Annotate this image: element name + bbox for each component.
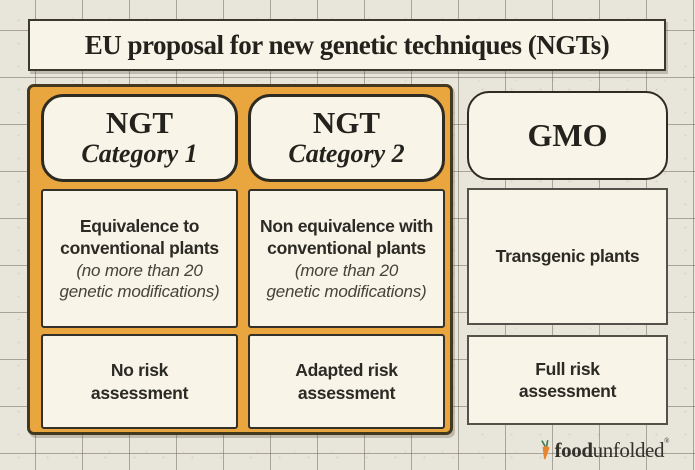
ngt2-equivalence-note: (more than 20 genetic modifications): [266, 260, 427, 301]
header-ngt1-title: NGT: [105, 105, 174, 141]
header-ngt2-subtitle: Category 2: [288, 138, 405, 168]
ngt1-equivalence-note: (no more than 20 genetic modifications): [59, 260, 220, 301]
carrot-icon: [540, 440, 550, 460]
header-ngt-category-2: NGT Category 2: [248, 94, 445, 182]
cell-ngt1-risk: No risk assessment: [41, 334, 238, 429]
ngt1-risk-text: No risk assessment: [90, 360, 189, 403]
page-title: EU proposal for new genetic techniques (…: [84, 29, 610, 60]
cell-gmo-equivalence: Transgenic plants: [467, 188, 668, 325]
ngt-highlight-container: NGT Category 1 NGT Category 2 Equivalenc…: [27, 84, 453, 435]
ngt2-risk-text: Adapted risk assessment: [295, 360, 398, 403]
ngt2-equivalence-text: Non equivalence with conventional plants: [260, 215, 433, 258]
title-banner: EU proposal for new genetic techniques (…: [28, 19, 666, 71]
brand-unfolded: unfolded: [592, 437, 665, 462]
gmo-risk-text: Full risk assessment: [518, 358, 617, 401]
header-ngt1-subtitle: Category 1: [81, 138, 198, 168]
ngt1-equivalence-text: Equivalence to conventional plants: [60, 215, 219, 258]
cell-ngt2-equivalence: Non equivalence with conventional plants…: [248, 189, 445, 328]
brand-food: food: [554, 437, 593, 462]
header-gmo-title: GMO: [527, 116, 608, 153]
trademark-symbol: ®: [664, 436, 669, 445]
header-gmo: GMO: [467, 91, 668, 180]
header-ngt-category-1: NGT Category 1: [41, 94, 238, 182]
brand-wordmark: foodunfolded®: [554, 436, 670, 462]
gmo-equivalence-text: Transgenic plants: [495, 246, 640, 267]
cell-gmo-risk: Full risk assessment: [467, 335, 668, 425]
cell-ngt2-risk: Adapted risk assessment: [248, 334, 445, 429]
foodunfolded-logo: foodunfolded®: [539, 436, 670, 462]
header-ngt2-title: NGT: [312, 105, 381, 141]
cell-ngt1-equivalence: Equivalence to conventional plants (no m…: [41, 189, 238, 328]
